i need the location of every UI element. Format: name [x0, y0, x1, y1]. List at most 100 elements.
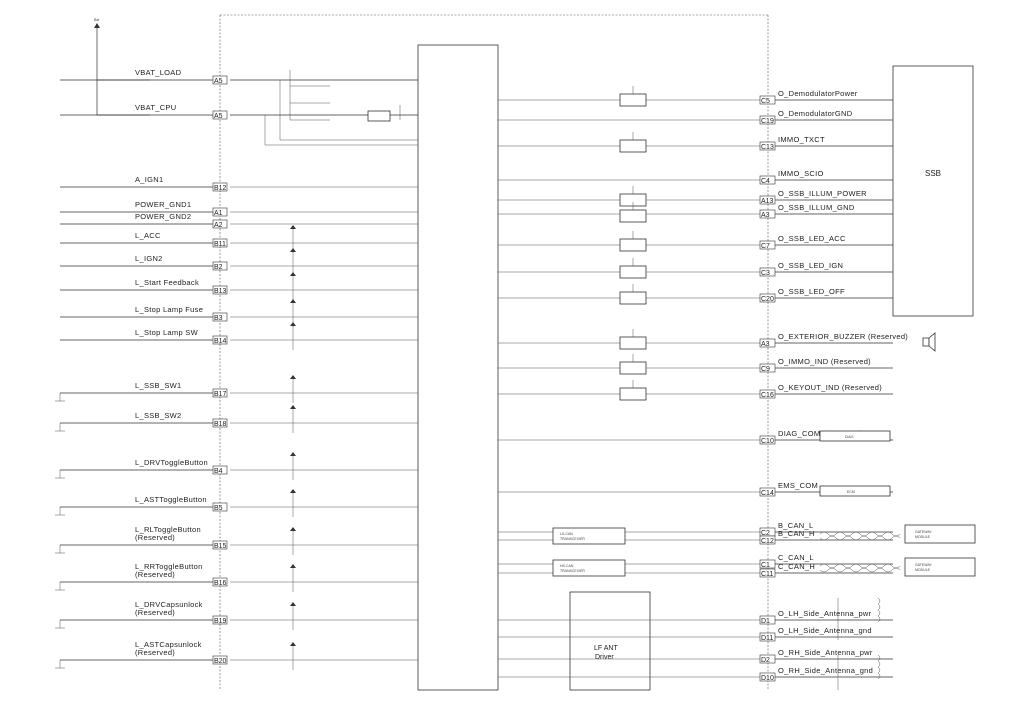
right-pin-label: C5	[761, 98, 770, 105]
right-pin-box	[759, 568, 776, 578]
right-pin-label: C19	[761, 118, 774, 125]
left-signal-label: VBAT_CPU	[135, 103, 176, 112]
right-signal-label: B_CAN_L	[778, 521, 813, 530]
right-signal-label: B_CAN_H	[778, 529, 815, 538]
right-pin-box	[759, 435, 776, 445]
left-pin-label: B5	[214, 505, 223, 512]
right-pin-box	[759, 363, 776, 373]
right-signal-label: O_EXTERIOR_BUZZER (Reserved)	[778, 332, 908, 341]
can-transceivers: LS-CAN TRANSCEIVER HS-CAN TRANSCEIVER GA…	[552, 430, 976, 577]
left-signal-label: L_IGN2	[135, 254, 163, 263]
left-pin-label: B13	[214, 288, 227, 295]
left-wires	[55, 79, 418, 670]
right-connector: C5O_DemodulatorPowerC19O_DemodulatorGNDC…	[759, 89, 908, 682]
module-outline	[219, 14, 974, 691]
right-pin-label: A3	[761, 212, 770, 219]
right-pin-box	[759, 195, 776, 205]
right-pin-box	[759, 338, 776, 348]
mcu-block	[417, 44, 499, 691]
right-signal-label: O_SSB_LED_OFF	[778, 287, 845, 296]
right-pin-label: C14	[761, 490, 774, 497]
right-pin-label: C7	[761, 243, 770, 250]
right-pin-box	[759, 175, 776, 185]
left-pin-box	[212, 261, 228, 271]
left-pin-box	[212, 655, 228, 665]
left-signal-label: L_DRVCapsunlock	[135, 600, 203, 609]
right-pin-box	[759, 632, 776, 642]
left-pin-box	[212, 615, 228, 625]
left-signal-label: L_SSB_SW2	[135, 411, 181, 420]
right-pin-box	[759, 615, 776, 625]
left-pin-box	[212, 418, 228, 428]
left-connector: VBAT_LOADA5VBAT_CPUA5A_IGN1B12POWER_GND1…	[135, 68, 228, 665]
left-signal-label: (Reserved)	[135, 533, 175, 542]
left-pin-box	[212, 465, 228, 475]
right-pin-label: C1	[761, 562, 770, 569]
right-pin-label: C3	[761, 270, 770, 277]
ssb-box	[892, 65, 974, 317]
right-signal-label: IMMO_TXCT	[778, 135, 825, 144]
right-pin-box	[759, 672, 776, 682]
left-signal-label: A_IGN1	[135, 175, 163, 184]
left-signal-label: L_SSB_SW1	[135, 381, 181, 390]
ecm-module: ECM	[847, 490, 855, 494]
lf-driver-box	[569, 591, 651, 691]
left-pin-label: B18	[214, 421, 227, 428]
left-pin-box	[212, 577, 228, 587]
driver-box	[619, 139, 647, 153]
right-signal-label: C_CAN_L	[778, 553, 814, 562]
battery-label: Bat	[94, 18, 99, 22]
left-pin-box	[212, 238, 228, 248]
left-pin-label: B3	[214, 315, 223, 322]
left-pin-label: B15	[214, 543, 227, 550]
right-pin-box	[759, 141, 776, 151]
driver-box	[619, 387, 647, 401]
lf-antennas	[837, 597, 881, 690]
supply-arrow	[290, 564, 296, 568]
right-signal-label: O_SSB_LED_ACC	[778, 234, 846, 243]
left-pin-box	[212, 182, 228, 192]
right-pin-box	[759, 293, 776, 303]
left-pin-box	[212, 335, 228, 345]
left-pin-label: B4	[214, 468, 223, 475]
driver-box	[619, 336, 647, 350]
right-pin-label: D1	[761, 618, 770, 625]
left-pin-label: B2	[214, 264, 223, 271]
gateway-module-1: GATEWAY	[915, 530, 933, 534]
driver-box	[619, 238, 647, 252]
supply-arrow	[290, 225, 296, 229]
right-signal-label: O_LH_Side_Antenna_gnd	[778, 626, 872, 635]
gateway-module-2: GATEWAY	[915, 563, 933, 567]
supply-arrow	[290, 527, 296, 531]
supply-arrow	[290, 248, 296, 252]
left-pin-label: B20	[214, 658, 227, 665]
supply-arrow	[290, 405, 296, 409]
right-pin-label: C20	[761, 296, 774, 303]
left-pin-label: B14	[214, 338, 227, 345]
battery-feed: Bat	[94, 18, 150, 116]
right-signal-label: O_RH_Side_Antenna_gnd	[778, 666, 873, 675]
svg-text:TRANSCEIVER: TRANSCEIVER	[560, 537, 585, 541]
driver-box	[619, 265, 647, 279]
left-signal-label: L_ASTCapsunlock	[135, 640, 202, 649]
right-pin-label: C4	[761, 178, 770, 185]
left-signal-label: L_Stop Lamp SW	[135, 328, 199, 337]
right-signal-label: O_SSB_LED_IGN	[778, 261, 843, 270]
right-signal-label: O_DemodulatorGND	[778, 109, 853, 118]
right-pin-label: C2	[761, 530, 770, 537]
driver-box	[619, 209, 647, 223]
left-signal-label: L_DRVToggleButton	[135, 458, 208, 467]
right-signal-label: O_SSB_ILLUM_POWER	[778, 189, 867, 198]
left-pin-box	[212, 207, 228, 217]
supply-arrow	[290, 322, 296, 326]
right-signal-label: EMS_COM	[778, 481, 818, 490]
right-pin-label: D10	[761, 675, 774, 682]
right-pin-label: D2	[761, 657, 770, 664]
right-signal-label: O_LH_Side_Antenna_pwr	[778, 609, 872, 618]
left-signal-label: (Reserved)	[135, 608, 175, 617]
right-pin-box	[759, 240, 776, 250]
driver-blocks	[619, 86, 647, 401]
driver-box	[619, 291, 647, 305]
right-pin-label: C16	[761, 392, 774, 399]
right-pin-label: C11	[761, 571, 773, 578]
